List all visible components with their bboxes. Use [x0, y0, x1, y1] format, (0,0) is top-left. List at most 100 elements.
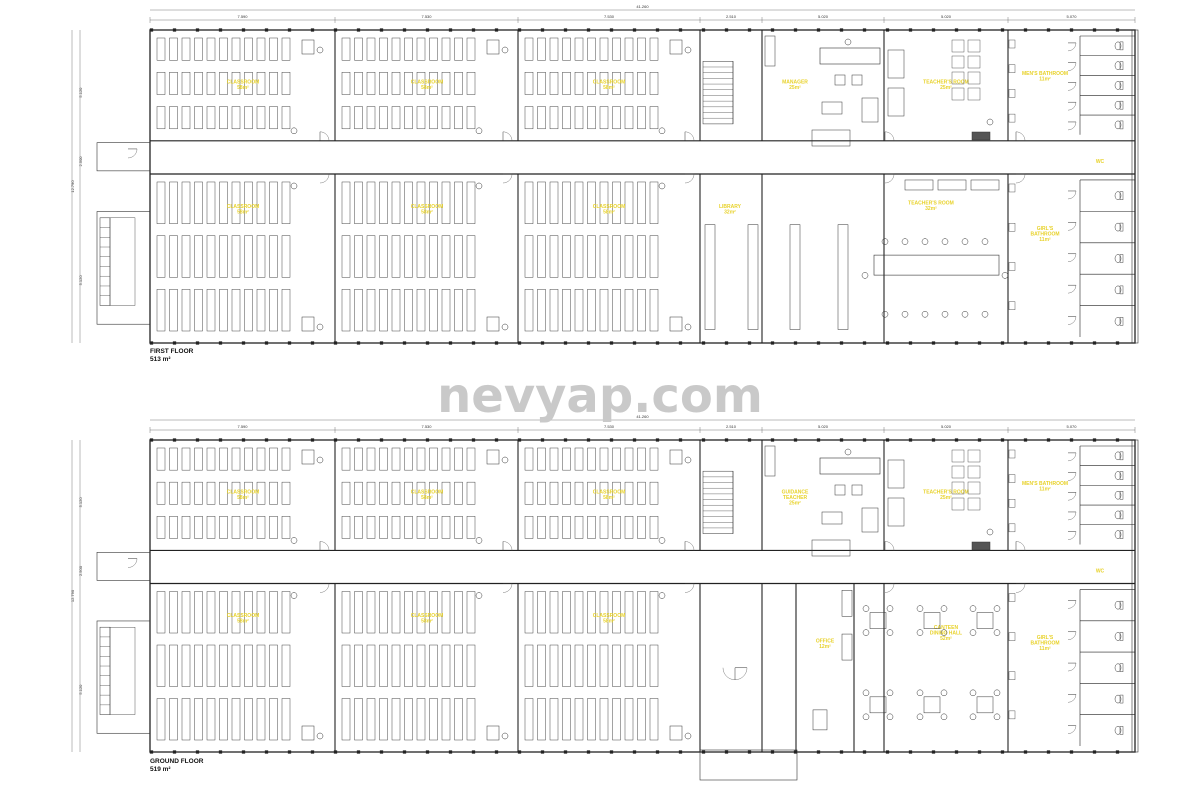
door-swing: [1067, 316, 1077, 325]
door-swing: [1015, 583, 1026, 593]
desk: [404, 591, 413, 634]
column-mark: [218, 341, 223, 345]
door-icon: [1067, 631, 1077, 640]
desk: [366, 698, 376, 741]
column-mark: [1092, 438, 1097, 442]
office-desk: [812, 709, 828, 731]
desk: [612, 447, 621, 471]
desk: [637, 72, 646, 95]
column-mark: [494, 28, 499, 32]
desk: [416, 181, 426, 224]
desk: [281, 644, 291, 687]
chair: [316, 456, 324, 464]
desk: [549, 106, 559, 130]
desk: [169, 106, 178, 130]
desk: [231, 235, 241, 278]
desk: [169, 37, 178, 61]
room-name: GIRL'S: [1037, 226, 1054, 232]
chair: [969, 713, 977, 721]
bookshelf: [704, 224, 716, 330]
canteen-table: [869, 696, 887, 714]
door-icon: [684, 131, 695, 141]
room-name: CANTEEN: [934, 625, 959, 631]
chair: [475, 182, 483, 190]
desk: [599, 37, 609, 61]
desk: [624, 106, 634, 130]
table-seat: [967, 55, 981, 69]
chair: [969, 689, 977, 697]
chair: [901, 238, 909, 245]
stair-outline: [702, 61, 734, 125]
door-icon: [1067, 600, 1077, 609]
chair: [921, 238, 929, 245]
side-stair-block: [96, 211, 151, 325]
toilet: [1114, 191, 1122, 200]
desk: [624, 72, 634, 95]
desk: [537, 447, 546, 471]
room-area: 25m²: [940, 495, 952, 501]
desk: [416, 698, 426, 741]
door-swing: [884, 541, 895, 551]
column-mark: [218, 750, 223, 754]
wall-desk: [970, 179, 1000, 191]
desk: [366, 644, 376, 687]
desk: [169, 481, 178, 505]
column-mark: [724, 438, 729, 442]
desk: [194, 481, 203, 505]
desk: [441, 181, 451, 224]
column-mark: [563, 750, 568, 754]
desk: [441, 447, 451, 471]
room-area: 58m²: [421, 209, 433, 215]
desk: [181, 106, 191, 130]
desk: [454, 591, 463, 634]
bookshelf: [837, 224, 849, 330]
desk: [169, 516, 178, 539]
door-icon: [502, 173, 513, 184]
column-mark: [195, 750, 200, 754]
segment-dimension: 5.070: [1066, 424, 1077, 429]
desk: [574, 181, 584, 224]
desk: [416, 106, 426, 130]
desk: [624, 481, 634, 505]
desk: [429, 72, 438, 95]
desk: [231, 37, 241, 61]
room-area: 11m²: [1039, 646, 1051, 652]
room-area: 11m²: [1039, 237, 1051, 243]
door-swing: [1067, 472, 1077, 481]
desk: [354, 37, 363, 61]
sofa: [811, 129, 851, 147]
desk: [281, 516, 291, 539]
toilet-tank: [1119, 222, 1124, 232]
column-mark: [172, 341, 177, 345]
desk: [194, 447, 203, 471]
chair: [658, 127, 666, 135]
column-mark: [908, 750, 913, 754]
toilet: [1114, 510, 1122, 520]
desk: [231, 289, 241, 332]
column-mark: [264, 750, 269, 754]
segment-dimension: 2.510: [726, 14, 737, 19]
outer-wall-strip: [1131, 29, 1139, 344]
floor-caption-area: 519 m²: [150, 766, 171, 773]
chair: [862, 629, 870, 636]
column-mark: [494, 341, 499, 345]
desk: [341, 698, 351, 741]
door-swing: [319, 173, 330, 184]
column-mark: [977, 28, 982, 32]
desk: [524, 289, 534, 332]
desk: [454, 181, 463, 224]
desk: [244, 698, 253, 741]
entrance-porch: [96, 142, 151, 172]
room-name: CLASSROOM: [593, 489, 626, 495]
side-dimension: 12.790: [70, 180, 75, 193]
desk: [649, 37, 659, 61]
desk: [574, 591, 584, 634]
wall-desk: [937, 179, 967, 191]
chair: [684, 732, 692, 740]
table-seat: [951, 465, 965, 479]
column-mark: [954, 750, 959, 754]
desk: [194, 72, 203, 95]
chair: [961, 311, 969, 318]
